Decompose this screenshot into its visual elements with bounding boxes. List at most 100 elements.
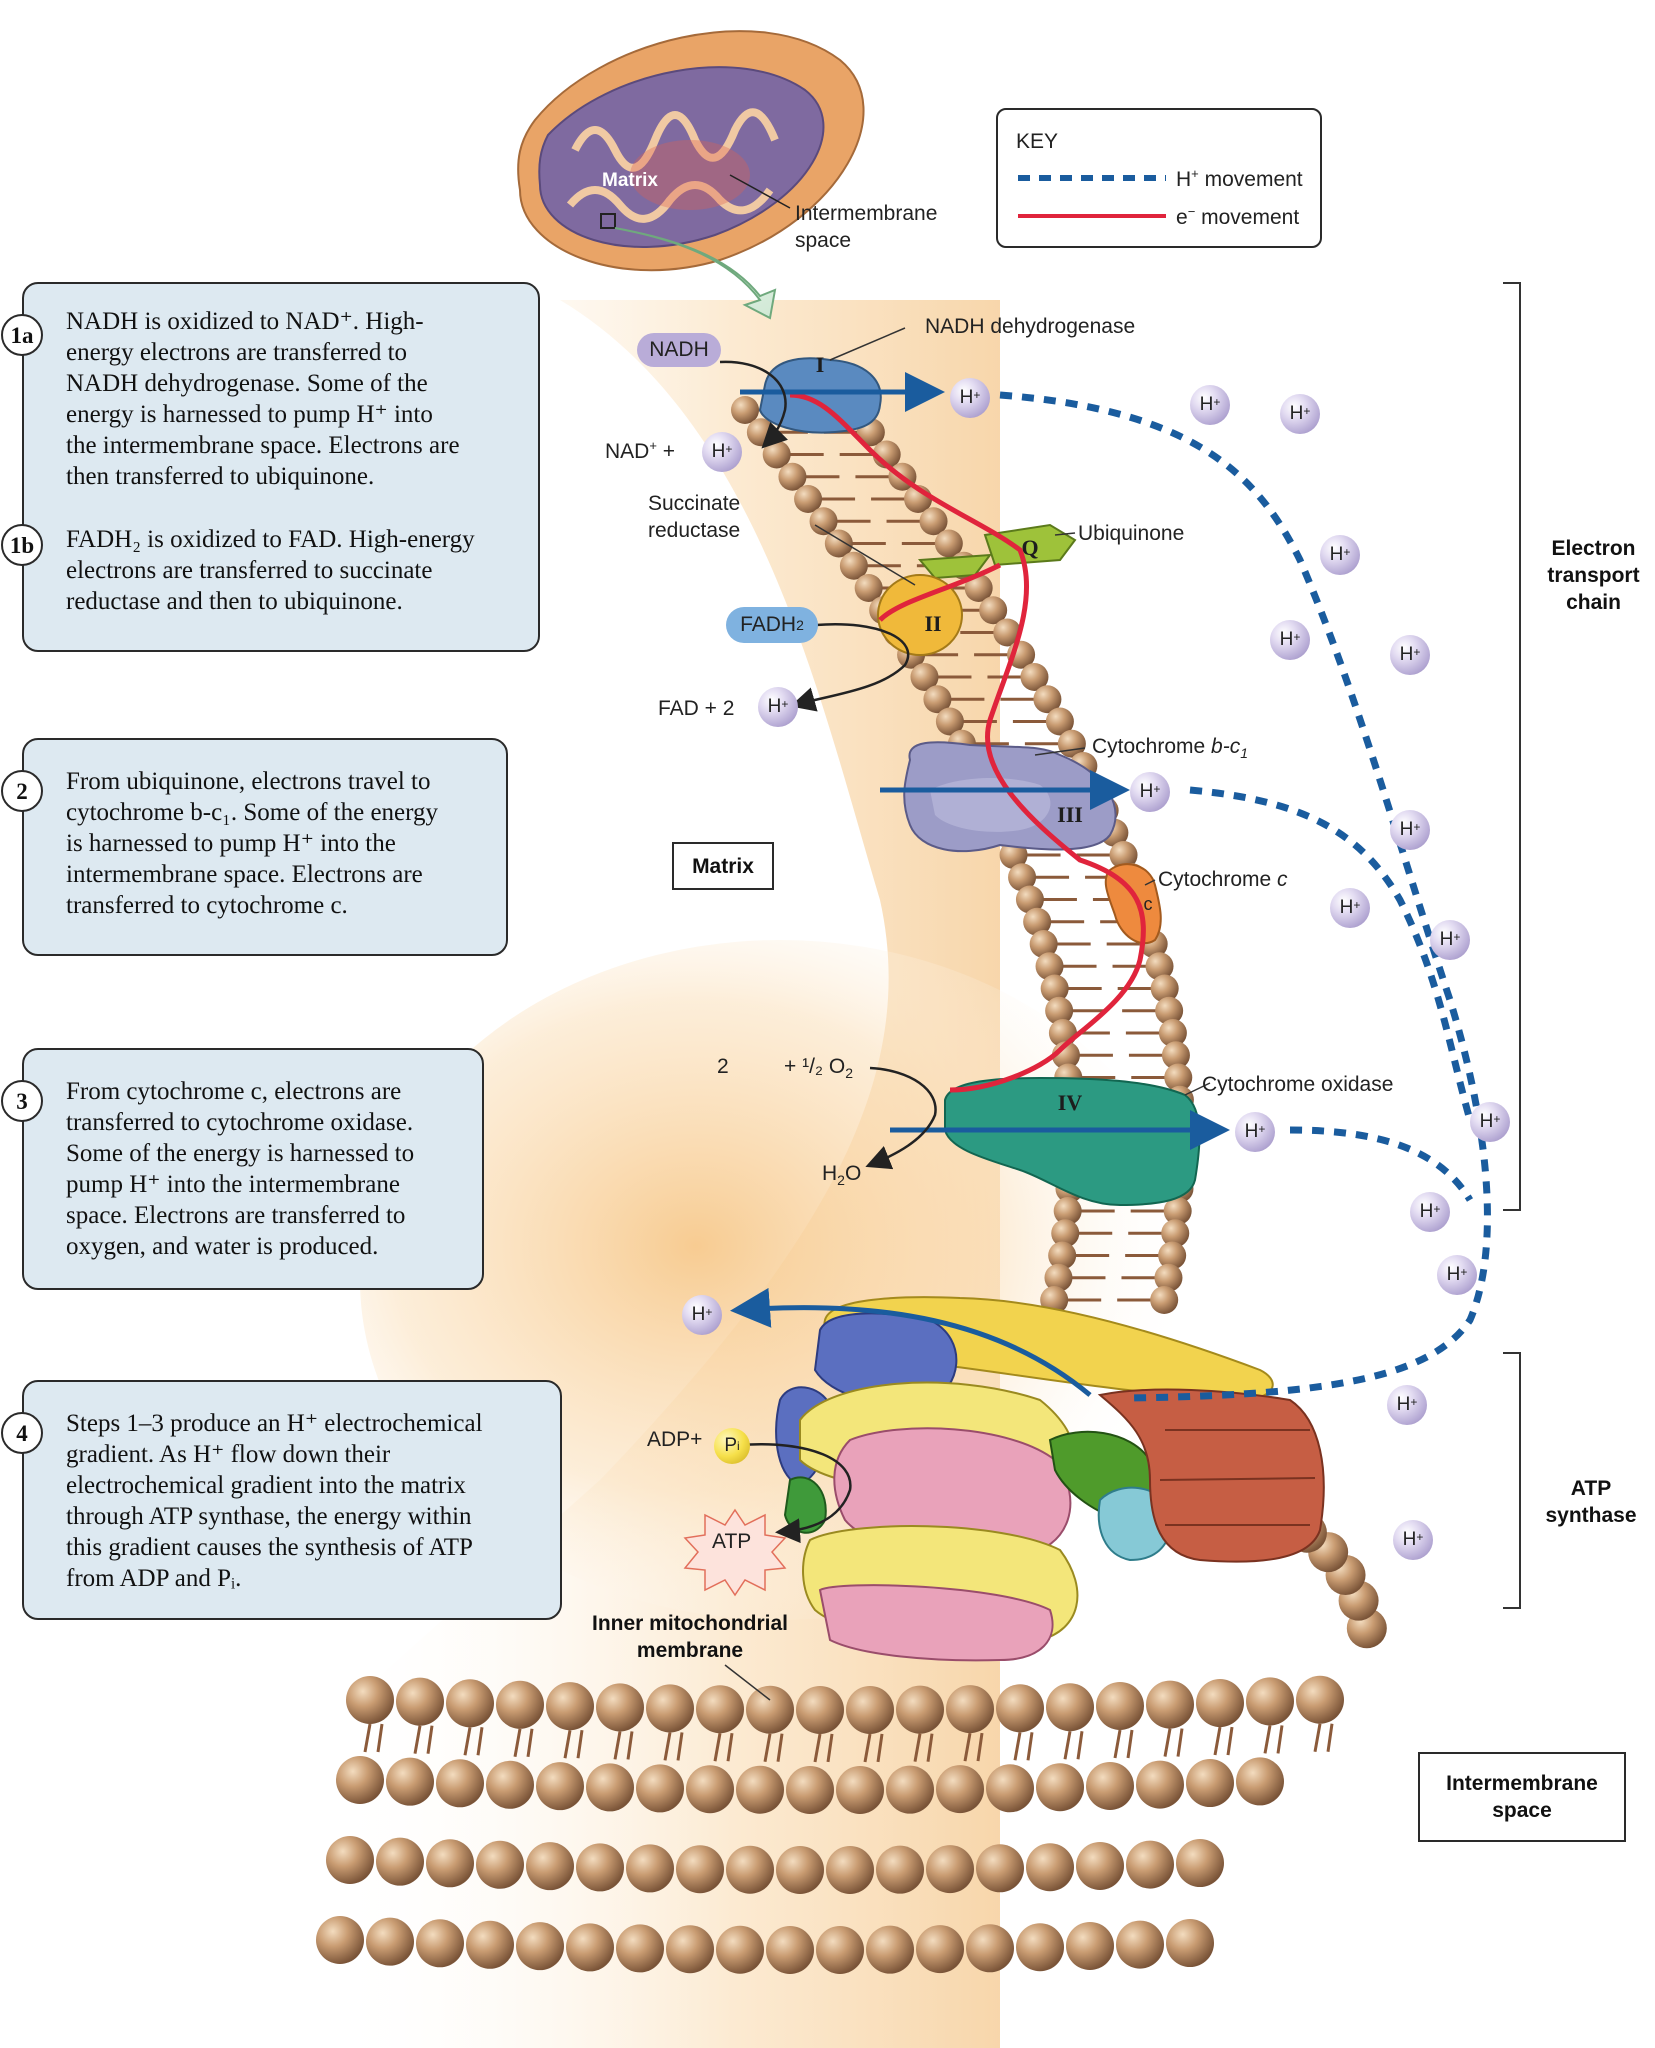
nadh-dehydrogenase-label: NADH dehydrogenase: [925, 315, 1136, 338]
step-3-line: space. Electrons are transferred to: [66, 1202, 406, 1229]
lipid-tail: [563, 1729, 572, 1759]
lipid-head: [1155, 996, 1184, 1025]
lipid-tail: [1063, 1730, 1072, 1760]
fad-label: FAD + 2: [658, 697, 735, 720]
key-e-text: movement: [1195, 206, 1300, 229]
step-2-line: is harnessed to pump H⁺ into the: [66, 830, 396, 857]
lipid-tail: [576, 1729, 584, 1759]
proton-symbol: H: [1339, 897, 1354, 918]
lipid-tail: [776, 1733, 784, 1762]
lipid-tail: [1176, 1728, 1184, 1757]
lipid-tail: [813, 1733, 822, 1763]
proton-symbol: H: [1289, 403, 1304, 424]
key-swatches: [1018, 175, 1166, 218]
intermembrane-box-line2: space: [1492, 1799, 1552, 1822]
lipid-head: [1116, 1920, 1164, 1969]
proton-ion: H+: [1270, 620, 1310, 660]
step-4-line: Steps 1–3 produce an H⁺ electrochemical: [66, 1410, 483, 1437]
lipid-head: [396, 1677, 444, 1726]
lipid-head: [546, 1682, 594, 1731]
lipid-tail: [463, 1727, 472, 1756]
lipid-tail: [826, 1733, 834, 1763]
nad-symbol: NAD: [605, 440, 650, 463]
lipid-head: [1066, 1921, 1114, 1970]
step-1b-line: electrons are transferred to succinate: [66, 557, 433, 584]
electron-path: [789, 392, 1146, 1093]
inner-membrane-label: Inner mitochondrial membrane: [565, 1610, 815, 1664]
complex-i: I: [758, 352, 882, 434]
proton-charge: +: [781, 697, 789, 711]
lipid-head: [836, 1765, 884, 1814]
cytochrome-c-letter: c: [1144, 894, 1153, 914]
cytochrome-bc1-prefix: Cytochrome: [1092, 735, 1212, 758]
lipid-head: [926, 1845, 974, 1894]
lipid-head: [416, 1919, 464, 1968]
proton-charge: +: [1353, 898, 1361, 912]
lipid-tail: [1163, 1728, 1172, 1757]
proton-movement-dashed: [999, 391, 1491, 1402]
lipid-head: [476, 1840, 524, 1889]
intermembrane-region-box: Intermembrane space: [1418, 1752, 1626, 1842]
proton-ion: H+: [1280, 394, 1320, 434]
lipid-head: [916, 1925, 964, 1974]
oxygen-half: ¹/₂ O: [802, 1055, 846, 1078]
step-3-line: pump H⁺ into the intermembrane: [66, 1171, 400, 1198]
lipid-tail: [476, 1727, 484, 1756]
lipid-head: [1161, 1041, 1190, 1070]
lipid-head: [626, 1844, 674, 1893]
step-4-line: gradient. As H⁺ flow down their: [66, 1441, 391, 1468]
reaction-arrows: [719, 360, 937, 1544]
ubiquinone-shape: Q: [983, 523, 1077, 567]
lipid-head: [934, 529, 963, 558]
step-1a-line: NADH dehydrogenase. Some of the: [66, 370, 428, 397]
step-1a-line: then transferred to ubiquinone.: [66, 463, 375, 490]
succinate-reductase-label: Succinate reductase: [648, 490, 740, 544]
key-legend: KEY H+ movement e− movement: [996, 108, 1322, 248]
proton-ion: H+: [1393, 1520, 1433, 1560]
fadh2-symbol: FADH: [740, 613, 797, 636]
step-2-badge: 2: [1, 770, 43, 812]
succinate-line1: Succinate: [648, 492, 741, 515]
lipid-head: [1048, 1241, 1077, 1270]
proton-symbol: H: [959, 387, 974, 408]
atp-synthase-bracket-label: ATP synthase: [1536, 1475, 1646, 1529]
proton-ion: H+: [1410, 1192, 1450, 1232]
step-3-line: transferred to cytochrome oxidase.: [66, 1109, 414, 1136]
lipid-tail: [613, 1731, 622, 1760]
lipid-tail: [713, 1732, 722, 1762]
lipid-head: [1076, 1841, 1124, 1890]
proton-symbol: H: [1396, 1394, 1411, 1415]
lipid-tail: [926, 1733, 934, 1762]
lipid-head: [696, 1685, 744, 1734]
step-4-badge: 4: [1, 1412, 43, 1454]
lipid-head: [919, 507, 948, 536]
oxygen-coefficient: 2: [717, 1055, 729, 1078]
nadh-pill: NADH: [637, 333, 721, 367]
complex-ii: II: [877, 553, 993, 656]
proton-symbol: H: [1399, 819, 1414, 840]
lipid-head: [786, 1765, 834, 1814]
lipid-head: [1145, 952, 1174, 981]
lipid-head: [946, 1685, 994, 1734]
water-o: O: [844, 1162, 862, 1185]
step-1b-text: FADH₂ is oxidized to FAD. High-energy el…: [66, 524, 475, 617]
cytochrome-c-prefix: Cytochrome: [1158, 868, 1278, 891]
lipid-head: [716, 1925, 764, 1974]
proton-charge: +: [705, 1305, 713, 1319]
proton-charge: +: [1343, 545, 1351, 559]
proton-symbol: H: [767, 696, 782, 717]
proton-symbol: H: [1244, 1121, 1259, 1142]
inner-membrane-line2: membrane: [636, 1639, 744, 1662]
key-title: KEY: [1016, 130, 1059, 153]
lipid-head: [386, 1757, 434, 1806]
proton-pump-arrows: [730, 372, 1230, 1397]
proton-charge: +: [1416, 1530, 1424, 1544]
lipid-head: [426, 1839, 474, 1888]
lipid-head: [993, 618, 1022, 647]
lipid-head: [809, 507, 838, 536]
etc-line2: transport: [1547, 564, 1640, 587]
atp-synthase-line2: synthase: [1545, 1504, 1637, 1527]
proton-ion: H+: [758, 687, 798, 727]
lipid-tail: [676, 1732, 684, 1761]
lipid-tail: [1313, 1723, 1322, 1753]
